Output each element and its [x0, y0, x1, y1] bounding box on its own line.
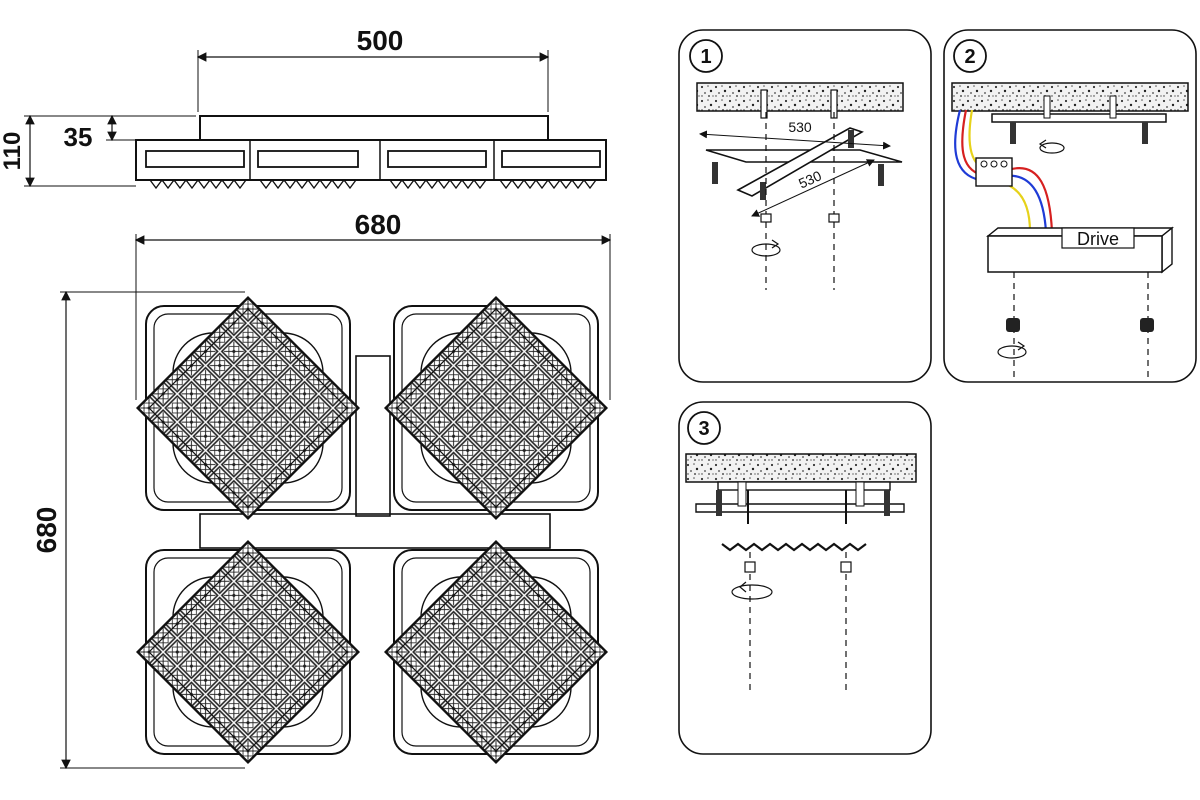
module-bottom-right	[383, 539, 609, 765]
cap-nut-icon	[1006, 318, 1154, 332]
mounting-rail	[991, 113, 1167, 123]
rotate-arrow-icon	[1038, 139, 1065, 154]
step-number-badge	[953, 39, 987, 73]
terminal-block-icon	[975, 157, 1013, 187]
step-1-measure-a: 530	[788, 119, 812, 135]
rotate-arrow-icon	[751, 239, 781, 257]
step-2-panel: 2 Dr	[943, 29, 1197, 383]
step-number-badge	[689, 39, 723, 73]
lamp-fringe	[721, 542, 867, 552]
ceiling-slab	[696, 82, 904, 112]
dim-plan-width: 680	[355, 209, 402, 240]
lamp-bars	[135, 139, 607, 190]
step-number-badge	[687, 411, 721, 445]
step-1-panel: 1 530 530	[678, 29, 932, 383]
step-3-panel: 3	[678, 401, 932, 755]
module-top-left	[135, 295, 361, 521]
module-top-right	[383, 295, 609, 521]
dim-top-width: 500	[357, 25, 404, 56]
step-1-number: 1	[700, 46, 711, 68]
dim-plan-depth: 680	[31, 507, 62, 554]
rotate-arrow-icon	[997, 341, 1027, 359]
mounted-bracket	[695, 481, 905, 524]
ceiling-slab	[685, 453, 917, 483]
driver-label: Drive	[1077, 229, 1119, 249]
dim-height-total: 110	[0, 132, 26, 171]
step-2-number: 2	[964, 46, 975, 68]
ceiling-slab	[951, 82, 1189, 112]
rotate-arrow-icon	[731, 581, 773, 600]
canopy	[199, 115, 549, 141]
plan-view: 680 680	[31, 209, 612, 770]
module-bottom-left	[135, 539, 361, 765]
dim-height-base: 35	[64, 122, 93, 152]
driver-box: Drive	[986, 226, 1174, 274]
step-3-number: 3	[698, 418, 709, 440]
side-elevation: 500 110 35	[0, 25, 607, 190]
